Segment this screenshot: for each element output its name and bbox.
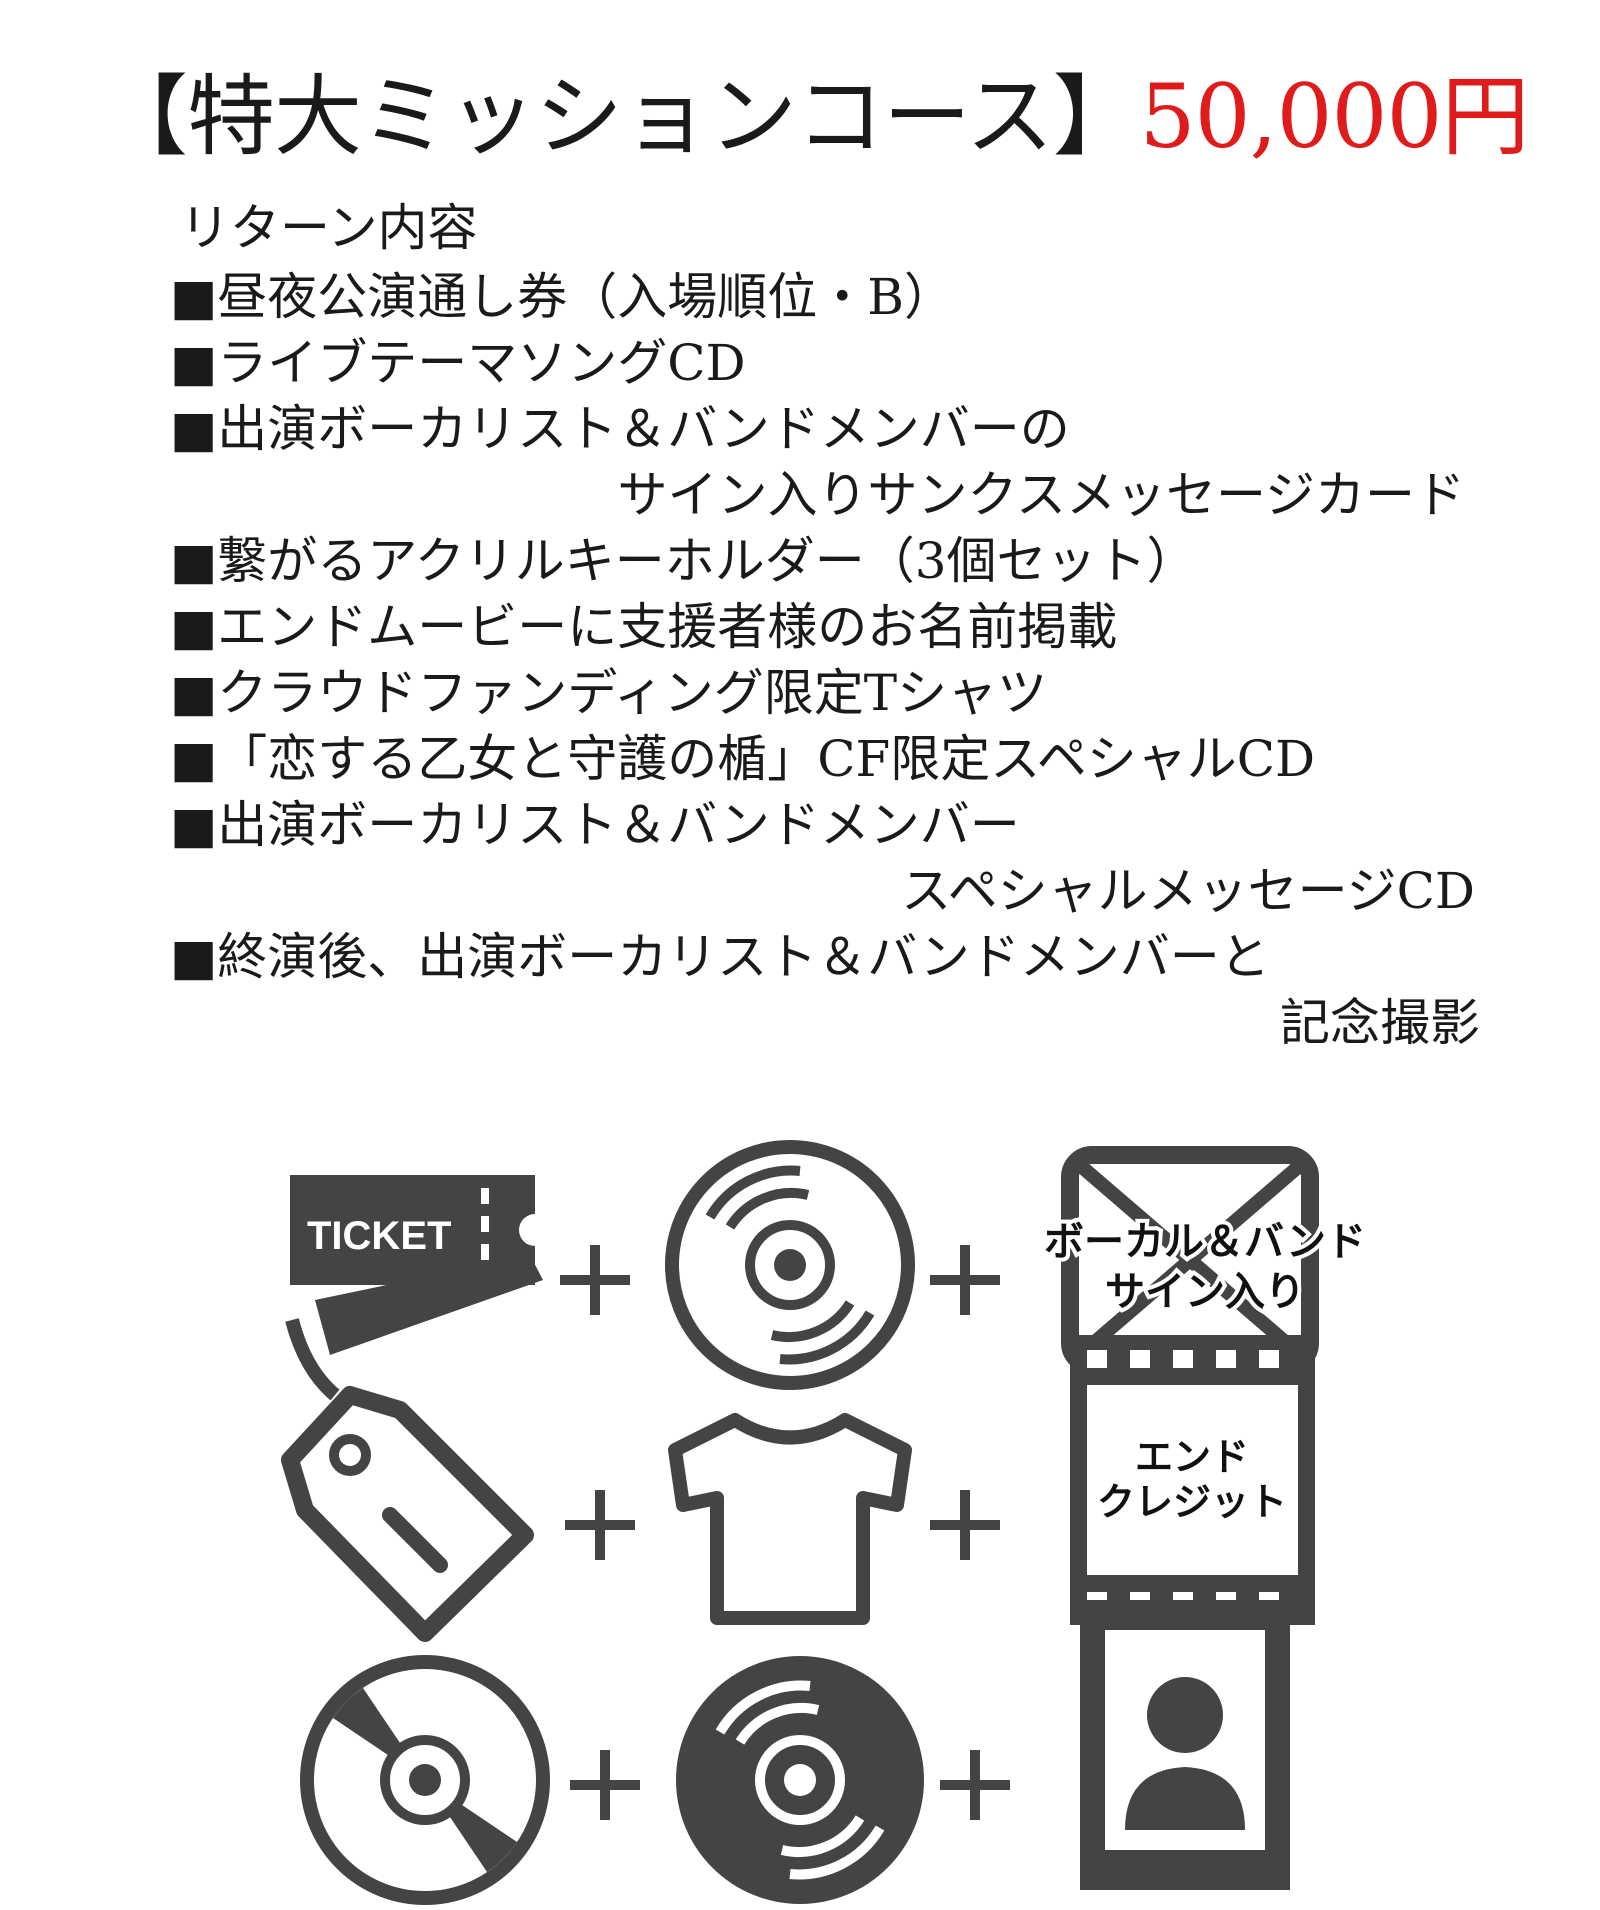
return-list: リターン内容 ■昼夜公演通し券（入場順位・B） ■ライブテーマソングCD ■出演…	[170, 196, 1490, 1056]
return-item: ■クラウドファンディング限定Tシャツ	[170, 664, 1048, 722]
return-item: ■「恋する乙女と守護の楯」CF限定スペシャルCD	[170, 730, 1316, 788]
signed-card-icon: ボーカル＆バンド サイン入り	[1040, 1146, 1370, 1374]
keyholder-tag-icon	[281, 1318, 534, 1642]
return-item: ■出演ボーカリスト＆バンドメンバースペシャルメッセージCD	[170, 796, 1475, 920]
special-cd-icon	[300, 1655, 550, 1905]
return-heading: リターン内容	[180, 199, 478, 257]
plus-icon	[560, 1245, 630, 1315]
ticket-icon: TICKET	[290, 1175, 551, 1355]
plus-icon	[930, 1245, 1000, 1315]
svg-text:サイン入り: サイン入り	[1105, 1269, 1305, 1315]
svg-text:クレジット: クレジット	[1097, 1480, 1287, 1524]
return-item: ■エンドムービーに支援者様のお名前掲載	[170, 598, 1118, 656]
return-item: ■繋がるアクリルキーホルダー（3個セット）	[170, 532, 1197, 590]
return-item: ■出演ボーカリスト＆バンドメンバーのサイン入りサンクスメッセージカード	[170, 400, 1465, 524]
svg-text:エンド: エンド	[1135, 1435, 1249, 1479]
return-icons: TICKET ボーカル＆バンド サイン入り エンド	[0, 1075, 1600, 1905]
svg-text:TICKET: TICKET	[307, 1214, 451, 1258]
end-credit-film-icon: エンド クレジット	[1070, 1335, 1315, 1625]
cd-icon	[665, 1140, 915, 1390]
plus-icon	[570, 1750, 640, 1820]
plus-icon	[930, 1490, 1000, 1560]
plus-icon	[565, 1490, 635, 1560]
return-item: ■終演後、出演ボーカリスト＆バンドメンバーと記念撮影	[170, 928, 1480, 1052]
message-cd-icon	[676, 1656, 924, 1904]
photo-portrait-icon	[1080, 1600, 1290, 1890]
course-name: 【特大ミッションコース】	[100, 65, 1141, 168]
course-title: 【特大ミッションコース】50,000円	[100, 62, 1530, 172]
course-price: 50,000円	[1139, 65, 1530, 168]
return-item: ■ライブテーマソングCD	[170, 334, 746, 392]
return-item: ■昼夜公演通し券（入場順位・B）	[170, 268, 954, 326]
tshirt-icon	[668, 1413, 912, 1625]
svg-text:ボーカル＆バンド: ボーカル＆バンド	[1044, 1219, 1366, 1265]
plus-icon	[940, 1750, 1010, 1820]
